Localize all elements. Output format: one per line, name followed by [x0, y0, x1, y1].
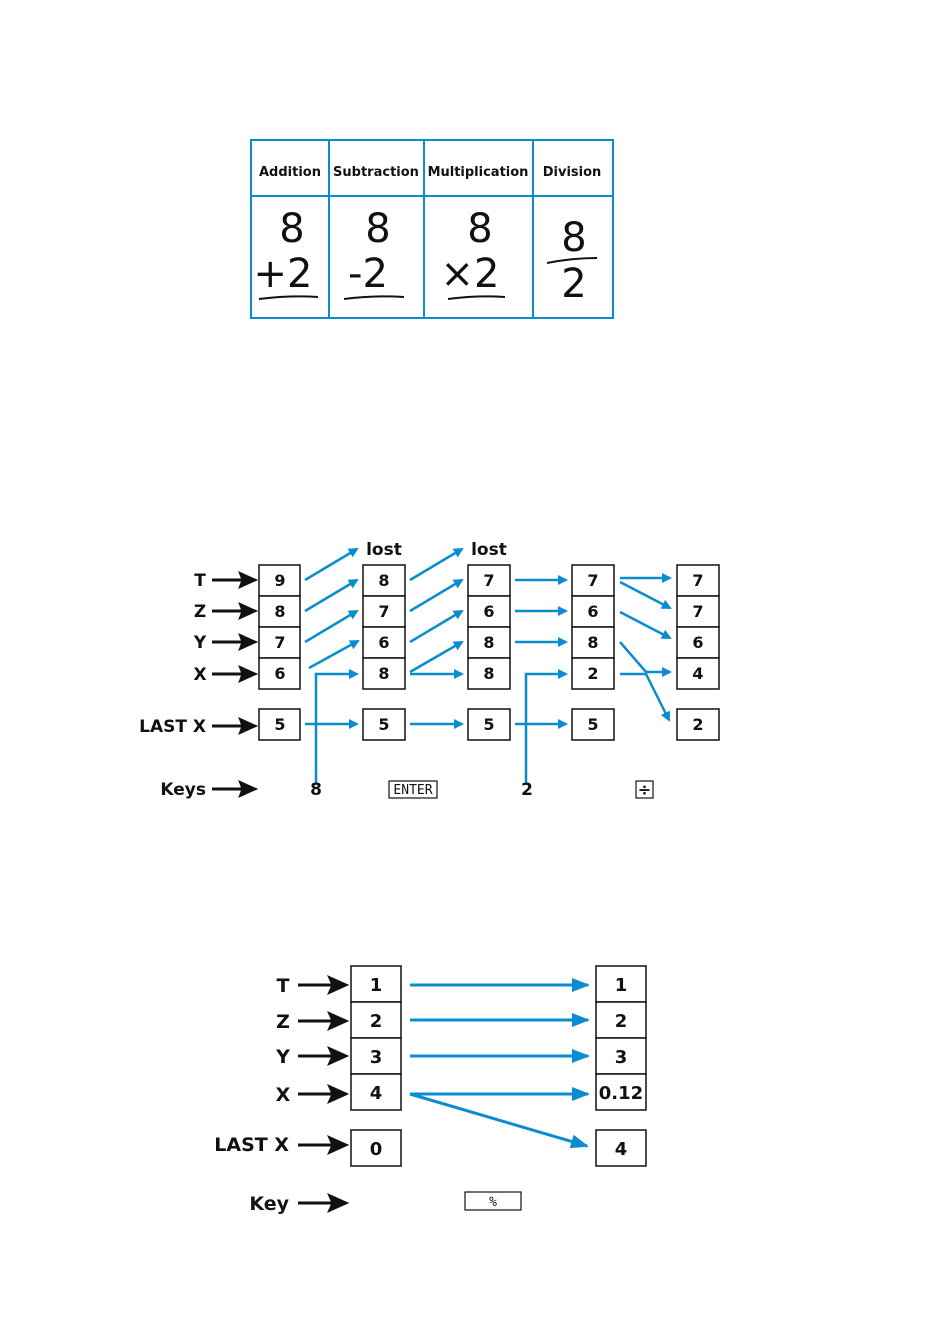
subtraction-bottom-number: -2: [348, 251, 388, 297]
addition-bottom-number: +2: [254, 251, 313, 297]
d2-arrow-key: [298, 1194, 348, 1212]
stack-2-x: 8: [378, 664, 389, 683]
table-header-multiplication: Multiplication: [428, 165, 529, 180]
d2-label-arrows: [298, 976, 348, 1212]
addition-top-number: 8: [279, 206, 304, 252]
stack-1-x: 6: [274, 664, 285, 683]
stack-2-lastx: 5: [378, 715, 389, 734]
stack-4-lastx: 5: [587, 715, 598, 734]
multiplication-bottom-number: ×2: [441, 251, 500, 297]
lost-label-1: lost: [366, 540, 402, 560]
key-digit-2: 2: [521, 780, 533, 800]
stack-5-lastx: 2: [692, 715, 703, 734]
register-label-x: X: [193, 665, 206, 685]
d2-stack-before: 1 2 3 4 0: [351, 966, 401, 1166]
stack-5: 7 7 6 4 2: [677, 565, 719, 740]
stack-1-t: 9: [274, 571, 285, 590]
stack-3-lastx: 5: [483, 715, 494, 734]
percent-key-label: %: [489, 1195, 497, 1210]
stack-4-y: 8: [587, 633, 598, 652]
stack-3-z: 6: [483, 602, 494, 621]
d2-blue-arrows: [410, 985, 588, 1146]
percent-key: %: [465, 1192, 521, 1210]
stack-5-z: 7: [692, 602, 703, 621]
arrow-x: [212, 666, 257, 682]
d2-register-label-x: X: [276, 1084, 291, 1106]
blue-arrows-step-1: [305, 549, 358, 785]
stack-3-x: 8: [483, 664, 494, 683]
d2-after-y: 3: [615, 1047, 628, 1068]
lost-label-2: lost: [471, 540, 507, 560]
register-label-t: T: [194, 571, 206, 591]
d2-register-label-y: Y: [275, 1046, 290, 1068]
arrow-y: [212, 634, 257, 650]
table-header-subtraction: Subtraction: [333, 165, 419, 180]
d2-register-label-z: Z: [276, 1011, 290, 1033]
d2-before-z: 2: [370, 1011, 383, 1032]
d2-arrow-z: [298, 1012, 348, 1030]
d2-arrow-t: [298, 976, 348, 994]
register-label-z: Z: [194, 602, 206, 622]
d2-after-z: 2: [615, 1011, 628, 1032]
stack-4-z: 6: [587, 602, 598, 621]
d2-stack-after: 1 2 3 0.12 4: [596, 966, 646, 1166]
blue-arrows-step-2: [410, 549, 462, 724]
stack-3: 7 6 8 8 5: [468, 565, 510, 740]
register-label-y: Y: [193, 633, 207, 653]
divide-key-label: ÷: [638, 780, 651, 799]
stack-diagram-division: T Z Y X LAST X Keys 9 8 7 6 5: [139, 540, 719, 800]
d2-before-y: 3: [370, 1047, 383, 1068]
arithmetic-table: Addition Subtraction Multiplication Divi…: [251, 140, 613, 318]
stack-2-y: 6: [378, 633, 389, 652]
blue-arrows-step-4: [620, 578, 670, 720]
arrow-t: [212, 572, 257, 588]
label-arrows: [212, 572, 257, 797]
d2-arrow-lastx: [298, 1136, 348, 1154]
d2-arrow-x: [298, 1085, 348, 1103]
stack-5-t: 7: [692, 571, 703, 590]
arrow-lastx: [212, 718, 257, 734]
division-numerator: 8: [561, 215, 586, 261]
stack-3-y: 8: [483, 633, 494, 652]
enter-key-label: ENTER: [393, 783, 432, 798]
stack-1-y: 7: [274, 633, 285, 652]
arrow-z: [212, 603, 257, 619]
stack-1-z: 8: [274, 602, 285, 621]
divide-key: ÷: [636, 780, 653, 799]
d2-arrow-y: [298, 1047, 348, 1065]
stack-1: 9 8 7 6 5: [259, 565, 300, 740]
table-header-addition: Addition: [259, 165, 321, 180]
register-label-lastx: LAST X: [139, 717, 206, 737]
keys-label: Keys: [160, 780, 206, 800]
stack-2-z: 7: [378, 602, 389, 621]
stack-3-t: 7: [483, 571, 494, 590]
d2-after-t: 1: [615, 975, 628, 996]
d2-before-x: 4: [370, 1083, 383, 1104]
stack-5-x: 4: [692, 664, 703, 683]
stack-4-t: 7: [587, 571, 598, 590]
enter-key: ENTER: [389, 781, 437, 798]
stack-2-t: 8: [378, 571, 389, 590]
d2-key-label: Key: [249, 1193, 289, 1215]
d2-before-lastx: 0: [370, 1139, 383, 1160]
subtraction-top-number: 8: [365, 206, 390, 252]
stack-2: 8 7 6 8 5: [363, 565, 405, 740]
stack-4: 7 6 8 2 5: [572, 565, 614, 740]
key-digit-8: 8: [310, 780, 322, 800]
stack-4-x: 2: [587, 664, 598, 683]
stack-5-y: 6: [692, 633, 703, 652]
division-denominator: 2: [561, 261, 586, 307]
blue-arrows-step-3: [515, 580, 566, 785]
d2-register-label-t: T: [277, 975, 290, 997]
d2-before-t: 1: [370, 975, 383, 996]
table-header-division: Division: [543, 165, 602, 180]
d2-after-x: 0.12: [599, 1083, 643, 1104]
arrow-keys: [212, 781, 257, 797]
stack-diagram-percent: T Z Y X LAST X Key 1 2 3 4 0: [214, 966, 646, 1215]
d2-after-lastx: 4: [615, 1139, 628, 1160]
multiplication-top-number: 8: [467, 206, 492, 252]
stack-1-lastx: 5: [274, 715, 285, 734]
d2-register-label-lastx: LAST X: [214, 1134, 289, 1156]
